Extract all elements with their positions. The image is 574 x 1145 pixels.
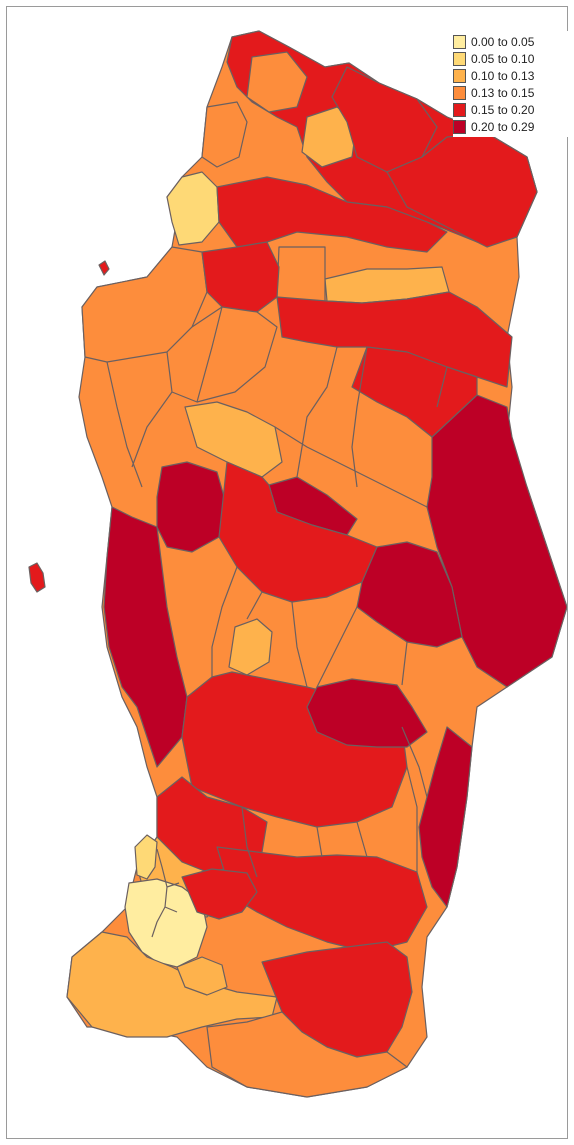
legend-swatch — [453, 34, 466, 49]
region-south-8[interactable] — [176, 956, 228, 996]
region-east-2[interactable] — [351, 346, 478, 438]
legend-swatch — [453, 68, 466, 83]
internal-boundaries — [106, 306, 448, 878]
legend-label: 0.20 to 0.29 — [471, 119, 535, 134]
region-south-2[interactable] — [124, 878, 208, 968]
region-east-1[interactable] — [426, 394, 567, 688]
legend-item: 0.20 to 0.29 — [453, 118, 569, 135]
legend-swatch — [453, 51, 466, 66]
legend-label: 0.00 to 0.05 — [471, 34, 535, 49]
region-island-west[interactable] — [28, 562, 46, 593]
legend-item: 0.13 to 0.15 — [453, 84, 569, 101]
legend-swatch — [453, 119, 466, 134]
region-north-center-1[interactable] — [246, 51, 308, 113]
region-center-2[interactable] — [184, 401, 283, 478]
region-north-east-2[interactable] — [386, 132, 538, 248]
region-mid-3[interactable] — [228, 618, 273, 676]
region-mid-5[interactable] — [306, 678, 428, 748]
region-south-3[interactable] — [181, 868, 258, 920]
region-lower-2[interactable] — [216, 846, 428, 953]
region-north-center-2[interactable] — [301, 106, 358, 168]
region-south-east-1[interactable] — [418, 726, 473, 908]
legend-item: 0.05 to 0.10 — [453, 50, 569, 67]
legend-label: 0.13 to 0.15 — [471, 85, 535, 100]
region-mid-2[interactable] — [356, 541, 463, 648]
region-center-1[interactable] — [166, 306, 278, 403]
legend-item: 0.00 to 0.05 — [453, 33, 569, 50]
legend-item: 0.15 to 0.20 — [453, 101, 569, 118]
region-island-north[interactable] — [98, 260, 110, 276]
region-center-3[interactable] — [276, 291, 513, 388]
region-south-4[interactable] — [66, 931, 278, 1038]
legend-label: 0.05 to 0.10 — [471, 51, 535, 66]
choropleth-map[interactable] — [7, 7, 567, 1138]
legend-swatch — [453, 102, 466, 117]
legend-label: 0.10 to 0.13 — [471, 68, 535, 83]
bay-inlet — [151, 848, 180, 938]
legend-item: 0.10 to 0.13 — [453, 67, 569, 84]
region-north-west-2[interactable] — [201, 101, 248, 168]
legend-label: 0.15 to 0.20 — [471, 102, 535, 117]
region-west-1[interactable] — [81, 246, 208, 363]
map-legend: 0.00 to 0.05 0.05 to 0.10 0.10 to 0.13 0.13… — [453, 31, 569, 137]
region-west-coast-2[interactable] — [156, 461, 228, 553]
region-south-5[interactable] — [134, 834, 158, 880]
map-frame: 0.00 to 0.05 0.05 to 0.10 0.10 to 0.13 0.13… — [6, 6, 569, 1139]
legend-swatch — [453, 85, 466, 100]
region-south-7[interactable] — [206, 1011, 408, 1098]
